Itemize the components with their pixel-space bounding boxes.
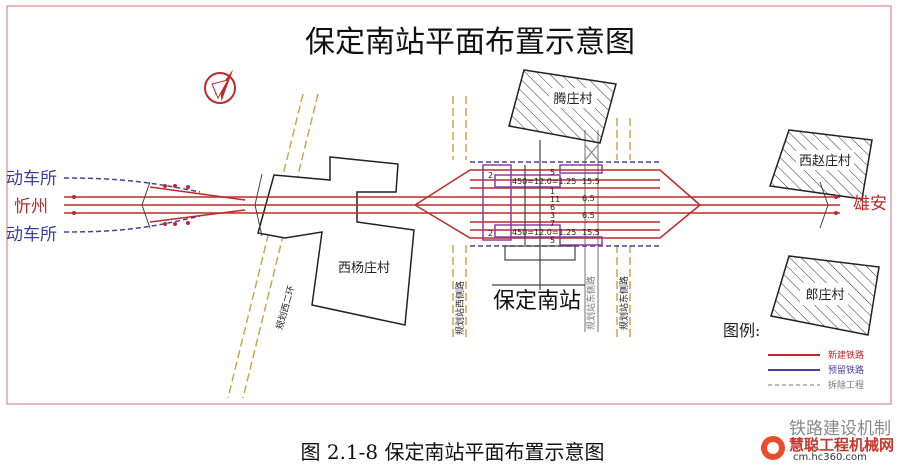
label-xizhao: 西赵庄村 [799,153,851,169]
site-logo: 慧聪工程机械网 cm.hc360.com [759,434,897,464]
village-kuazhuang-block [508,69,617,144]
label-left-mid: 忻州 [14,197,48,217]
track-num-4: 6 [550,203,555,212]
diagram-frame [6,5,892,405]
label-road-station-east: 规划站东侧路 [585,276,597,330]
legend-label-new: 新建铁路 [828,349,864,361]
label-road-station-west: 规划站西侧路 [454,281,466,335]
platform-mark-bottom: 2 [488,229,493,238]
label-lang: 郎庄村 [805,287,844,303]
village-xizhao-block [768,129,873,200]
track-num-3: 11 [550,195,560,204]
dim-r2: 6.5 [582,194,595,203]
label-right-mid: 雄安 [853,194,887,214]
label-left-bottom: 动车所 [6,225,57,245]
road-west2 [227,93,319,399]
reserved-railway [63,161,660,247]
legend-title: 图例: [723,321,760,340]
legend: 图例: 新建铁路 预留铁路 拆除工程 [723,321,864,391]
legend-label-demolish: 拆除工程 [828,379,864,391]
village-xiyang-block [257,156,415,326]
track-markers-left [72,184,838,226]
track-num-1: 5 [550,168,555,177]
track-end-brackets [141,173,829,237]
label-kuazhuang: 腾庄村 [553,91,592,107]
logo-icon [761,436,785,460]
dims-top: 450=12.0=1.25 [512,177,576,186]
road-demolish [584,130,599,332]
dim-r3: 6.5 [582,211,595,220]
diagram-title: 保定南站平面布置示意图 [305,25,635,60]
village-lang-block [770,255,880,336]
label-xiyang: 西杨庄村 [338,260,390,276]
new-railway-main [64,169,840,239]
station-name: 保定南站 [493,289,581,314]
platform-mark-top: 2 [488,171,493,180]
label-left-top: 动车所 [6,169,57,189]
label-road-west2: 规划西二环 [273,284,297,331]
road-station-west [452,96,467,340]
track-num-2: 1 [550,187,555,196]
watermark-text: 铁路建设机制 [789,419,891,439]
label-road-station-east2: 规划站东侧路 [618,276,630,330]
station-building [504,140,576,290]
figure-caption: 图 2.1-8 保定南站平面布置示意图 [300,440,605,464]
logo-name: 慧聪工程机械网 [789,436,895,454]
legend-label-reserved: 预留铁路 [828,364,864,376]
track-num-6: 7 [550,219,555,228]
dim-r4: 15.5 [582,228,600,237]
dim-r1: 15.5 [582,177,600,186]
north-arrow-icon [204,69,236,104]
dims-bottom: 450=12.0=1.25 [512,228,576,237]
road-station-east [616,118,631,340]
logo-domain: cm.hc360.com [793,452,867,463]
track-num-7: 5 [550,236,555,245]
station-platforms [482,164,603,246]
track-num-5: 3 [550,211,555,220]
